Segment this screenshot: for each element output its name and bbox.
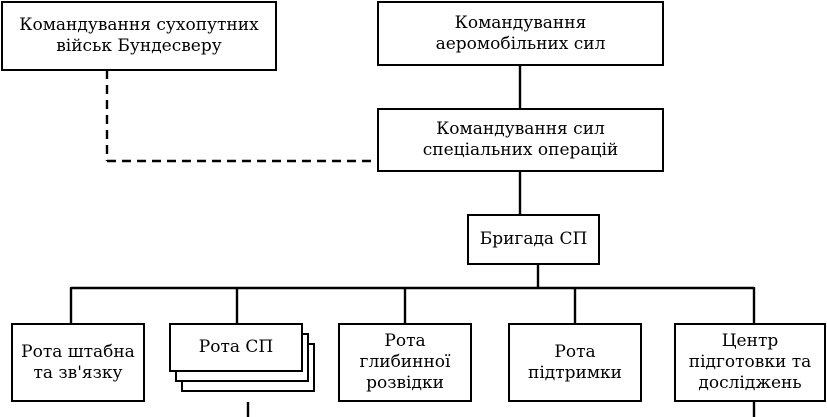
support-company-label: Рота підтримки	[527, 341, 623, 383]
brigade-box: Бригада СП	[467, 214, 600, 265]
deep-recon-company-box: Рота глибинної розвідки	[338, 323, 472, 402]
army-command-box: Командування сухопутних військ Бундесвер…	[1, 1, 277, 71]
hq-signal-company-box: Рота штабна та зв'язку	[11, 323, 145, 402]
sf-company-label: Рота СП	[198, 337, 274, 357]
hq-signal-company-label: Рота штабна та зв'язку	[21, 341, 135, 383]
brigade-label: Бригада СП	[479, 229, 588, 249]
sof-command-box: Командування сил спеціальних операцій	[377, 108, 664, 172]
airmobile-command-box: Командування аеромобільних сил	[377, 1, 664, 66]
airmobile-command-label: Командування аеромобільних сил	[435, 12, 606, 54]
army-command-label: Командування сухопутних військ Бундесвер…	[19, 15, 259, 56]
support-company-box: Рота підтримки	[508, 323, 642, 402]
sof-command-label: Командування сил спеціальних операцій	[422, 119, 619, 160]
training-center-box: Центр підготовки та досліджень	[674, 323, 826, 402]
deep-recon-company-label: Рота глибинної розвідки	[359, 331, 451, 393]
sf-company-box: Рота СП	[169, 323, 303, 372]
training-center-label: Центр підготовки та досліджень	[688, 331, 812, 393]
